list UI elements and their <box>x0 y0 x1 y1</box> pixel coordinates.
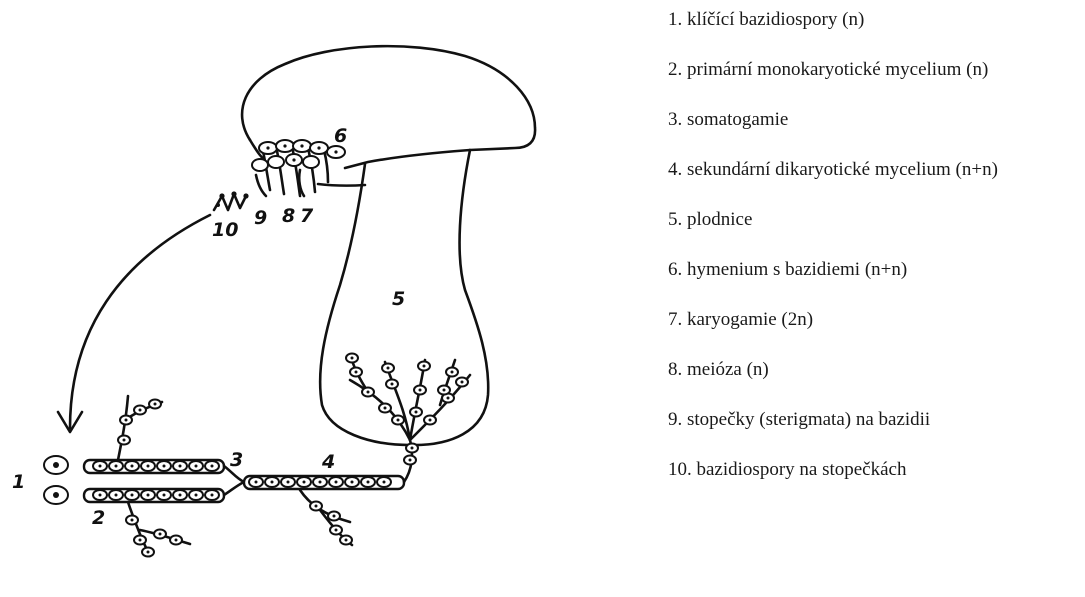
cycle-arrow <box>70 215 210 428</box>
nucleus-dot <box>115 494 118 497</box>
nucleus-dot <box>131 465 134 468</box>
nucleus-dot <box>147 551 150 554</box>
nucleus-dot <box>179 494 182 497</box>
nucleus-dot <box>125 419 128 422</box>
nucleus-dot <box>131 519 134 522</box>
nucleus-dot <box>411 447 414 450</box>
nucleus-dot <box>163 494 166 497</box>
legend-list: 1. klíčící bazidiospory (n) 2. primární m… <box>668 6 1083 506</box>
nucleus-dot <box>287 481 290 484</box>
nucleus-dot <box>255 481 258 484</box>
legend-item: 1. klíčící bazidiospory (n) <box>668 6 1083 34</box>
label-6: 6 <box>334 125 347 147</box>
nucleus-dot <box>147 494 150 497</box>
legend-item: 2. primární monokaryotické mycelium (n) <box>668 56 1083 84</box>
legend-item: 7. karyogamie (2n) <box>668 306 1083 334</box>
nucleus-dot <box>335 481 338 484</box>
nucleus-dot <box>115 465 118 468</box>
label-4: 4 <box>321 451 335 473</box>
nucleus-dot <box>123 439 126 442</box>
nucleus-dot <box>345 539 348 542</box>
nucleus-dot <box>211 494 214 497</box>
nucleus-dot <box>131 494 134 497</box>
legend-item: 10. bazidiospory na stopečkách <box>668 456 1083 484</box>
nucleus-dot <box>179 465 182 468</box>
nucleus-dot <box>447 397 450 400</box>
hymenium-basidia <box>214 140 345 210</box>
hyphal-cells <box>93 354 468 557</box>
nucleus-dot <box>443 389 446 392</box>
nucleus-dot <box>367 481 370 484</box>
label-8: 8 <box>282 205 295 227</box>
nucleus-dot <box>451 371 454 374</box>
label-5: 5 <box>392 288 405 310</box>
nucleus-dot <box>333 515 336 518</box>
mushroom-life-cycle-diagram: 1 2 3 4 5 6 7 8 9 10 <box>0 0 640 597</box>
nucleus-dot <box>409 459 412 462</box>
nucleus-dot <box>423 365 426 368</box>
nucleus-dot <box>159 533 162 536</box>
nucleus-dot <box>195 494 198 497</box>
nucleus-dot <box>387 367 390 370</box>
nucleus-dot <box>139 539 142 542</box>
label-9: 9 <box>254 207 267 229</box>
legend-item: 5. plodnice <box>668 206 1083 234</box>
nucleus-dot <box>367 391 370 394</box>
nucleus-dot <box>147 465 150 468</box>
nucleus-dot <box>271 481 274 484</box>
label-3: 3 <box>230 449 243 471</box>
label-1: 1 <box>12 471 25 493</box>
nucleus-dot <box>99 494 102 497</box>
legend-item: 4. sekundární dikaryotické mycelium (n+n… <box>668 156 1083 184</box>
nucleus-dot <box>419 389 422 392</box>
nucleus-dot <box>303 481 306 484</box>
nucleus-dot <box>355 371 358 374</box>
nucleus-dot <box>383 481 386 484</box>
legend-item: 9. stopečky (sterigmata) na bazidii <box>668 406 1083 434</box>
nucleus-dot <box>384 407 387 410</box>
legend-item: 8. meióza (n) <box>668 356 1083 384</box>
nucleus-dot <box>175 539 178 542</box>
nucleus-dot <box>397 419 400 422</box>
nucleus-dot <box>351 357 354 360</box>
nucleus-dot <box>99 465 102 468</box>
legend-item: 6. hymenium s bazidiemi (n+n) <box>668 256 1083 284</box>
nucleus-dot <box>195 465 198 468</box>
nucleus-dot <box>315 505 318 508</box>
nucleus-dot <box>429 419 432 422</box>
legend-item: 3. somatogamie <box>668 106 1083 134</box>
nucleus-dot <box>139 409 142 412</box>
nucleus-dot <box>163 465 166 468</box>
label-7: 7 <box>300 205 314 227</box>
nucleus-dot <box>319 481 322 484</box>
label-2: 2 <box>92 507 105 529</box>
nucleus-dot <box>335 529 338 532</box>
nucleus-dot <box>461 381 464 384</box>
label-10: 10 <box>212 219 238 241</box>
nucleus-dot <box>415 411 418 414</box>
nucleus-dot <box>351 481 354 484</box>
nucleus-dot <box>154 403 157 406</box>
germinating-spores <box>44 456 68 504</box>
nucleus-dot <box>211 465 214 468</box>
nucleus-dot <box>391 383 394 386</box>
